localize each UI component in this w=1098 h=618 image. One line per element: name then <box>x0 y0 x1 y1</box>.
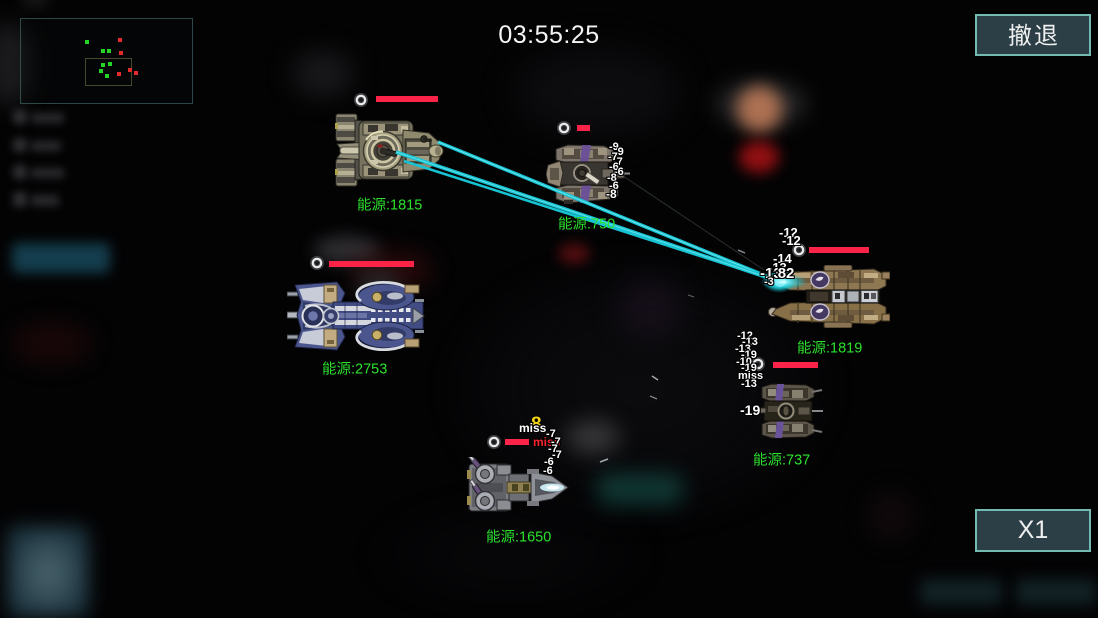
svg-text::1819: :1819 <box>826 341 862 357</box>
svg-text::1650: :1650 <box>515 530 551 546</box>
svg-text::1815: :1815 <box>386 198 422 214</box>
svg-text::2753: :2753 <box>351 362 387 378</box>
svg-text::750: :750 <box>587 217 615 233</box>
svg-text::737: :737 <box>782 453 810 469</box>
